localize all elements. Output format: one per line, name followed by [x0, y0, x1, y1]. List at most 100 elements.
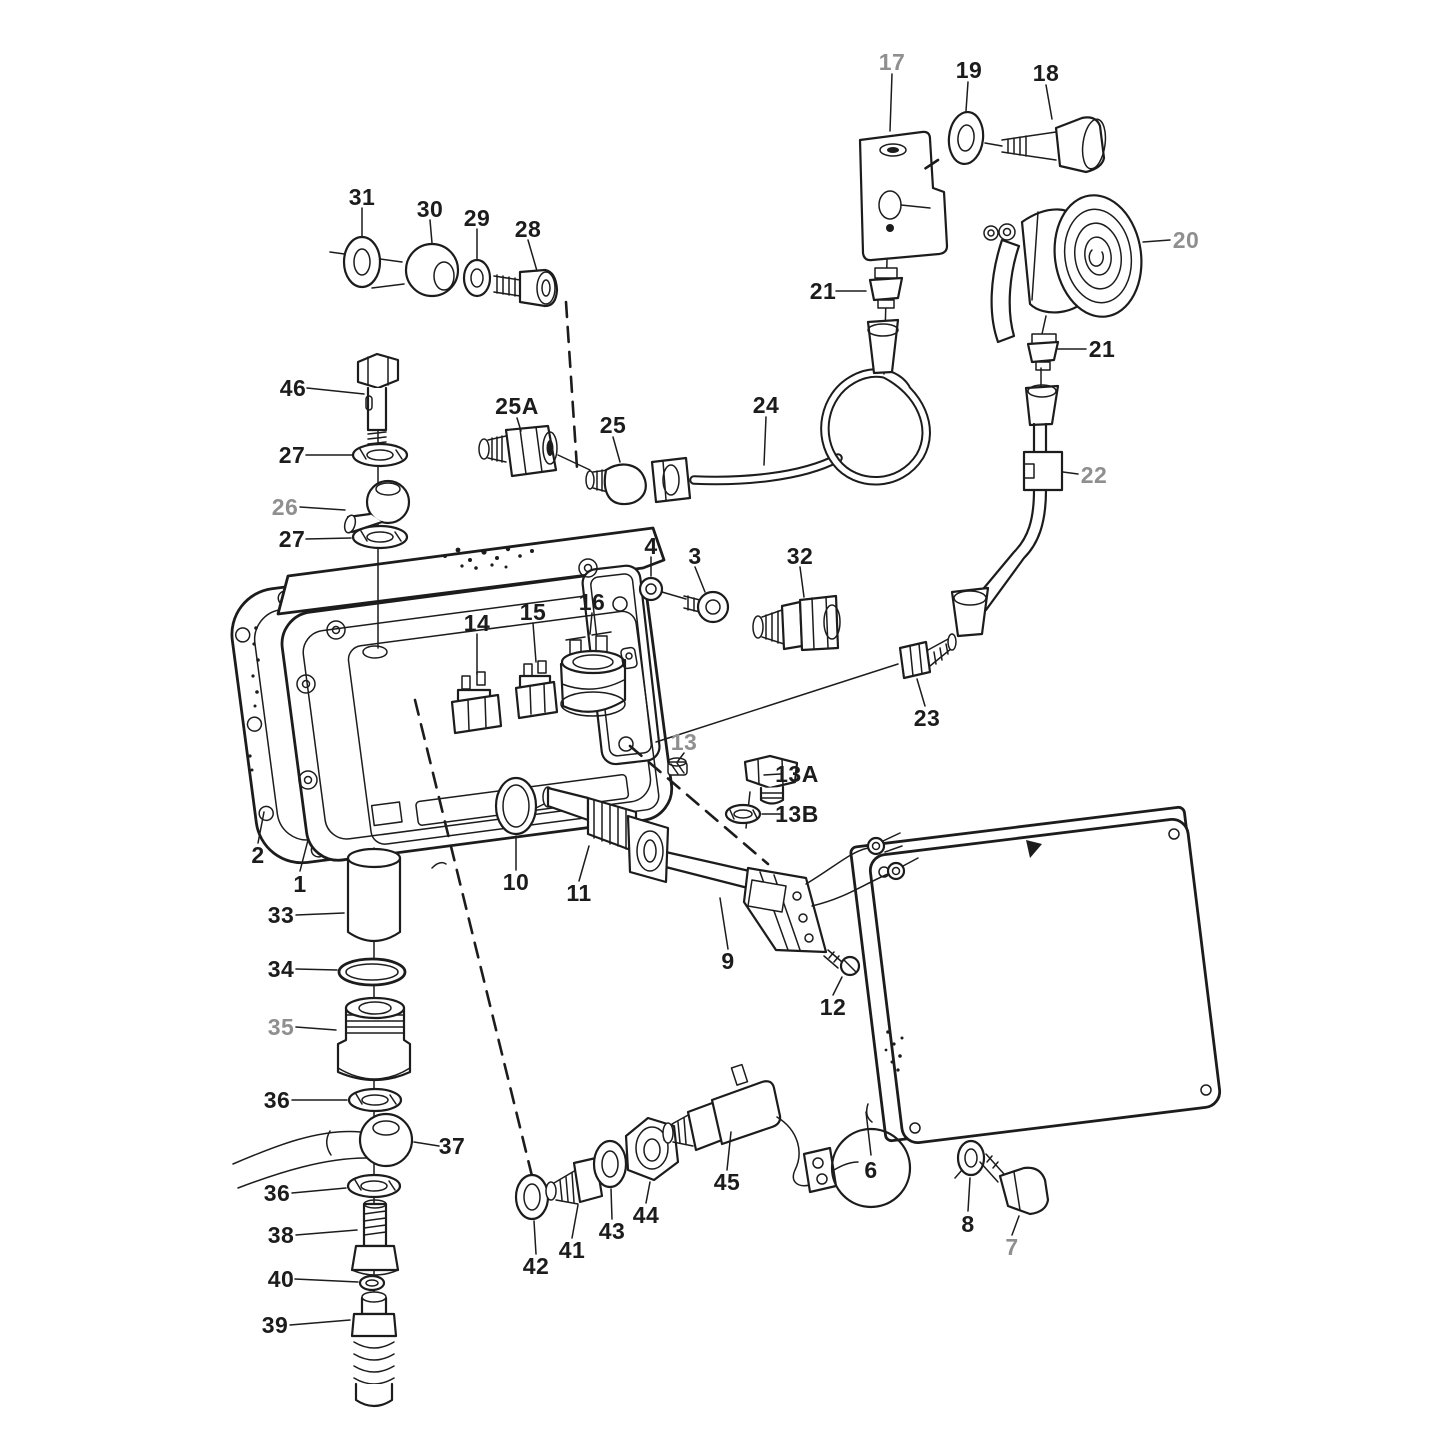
plug-part-13 — [667, 757, 688, 776]
banjo-part-37 — [232, 1112, 414, 1189]
part-label-8: 8 — [961, 1211, 974, 1237]
bolt-part-38 — [350, 1199, 400, 1276]
part-label-16: 16 — [579, 589, 606, 615]
washer-part-42 — [514, 1173, 550, 1221]
seal-part-13B — [724, 803, 762, 825]
part-label-20: 20 — [1173, 227, 1200, 253]
wires-part-9 — [805, 832, 919, 907]
part-label-15: 15 — [520, 599, 547, 625]
bolt-part-7 — [979, 1153, 1050, 1216]
stack-33-39 — [232, 847, 447, 1408]
part-label-37: 37 — [439, 1133, 466, 1159]
install-line-23 — [655, 663, 899, 743]
stack-46-27-26-27 — [343, 352, 411, 649]
part-label-32: 32 — [787, 543, 814, 569]
part-label-34: 34 — [268, 956, 295, 982]
cover-plates — [849, 805, 1222, 1144]
elbow-part-25 — [585, 456, 692, 506]
assembly-axis-lines — [413, 158, 940, 1178]
fitting-part-25A — [478, 424, 558, 478]
leader-lines — [257, 73, 1171, 1326]
bolt-part-28 — [493, 268, 559, 308]
part-label-46: 46 — [280, 375, 307, 401]
oring-part-34 — [337, 957, 407, 987]
part-label-27: 27 — [279, 442, 306, 468]
part-label-29: 29 — [464, 205, 491, 231]
washer-part-27-upper — [351, 442, 409, 468]
block-part-17 — [858, 130, 949, 375]
part-label-10: 10 — [503, 869, 530, 895]
part-label-36: 36 — [264, 1087, 291, 1113]
part-label-23: 23 — [914, 705, 941, 731]
bushing-part-35 — [336, 996, 412, 1082]
highlight-circle-part-6 — [830, 1127, 912, 1209]
bolt-part-3 — [661, 590, 730, 624]
part-label-44: 44 — [633, 1202, 660, 1228]
part-label-13B: 13B — [775, 801, 819, 827]
pipe-part-22 — [950, 367, 1064, 638]
part-label-17: 17 — [879, 49, 906, 75]
washer-part-4 — [638, 576, 664, 602]
valve-part-39 — [350, 1291, 398, 1408]
washer-part-36-upper — [347, 1087, 403, 1113]
seal-part-40 — [358, 1274, 386, 1292]
part-label-21: 21 — [1089, 336, 1116, 362]
part-label-45: 45 — [714, 1169, 741, 1195]
washer-part-19 — [947, 110, 985, 166]
washer-part-27-lower — [351, 524, 409, 550]
part-label-35: 35 — [268, 1014, 295, 1040]
oring-part-10 — [494, 776, 538, 836]
part-label-9: 9 — [721, 948, 734, 974]
part-label-21: 21 — [810, 278, 837, 304]
part-label-18: 18 — [1033, 60, 1060, 86]
part-label-40: 40 — [268, 1266, 295, 1292]
part-label-31: 31 — [349, 184, 376, 210]
part-label-28: 28 — [515, 216, 542, 242]
bolt-part-46 — [356, 352, 400, 450]
part-label-7: 7 — [1005, 1234, 1018, 1260]
washer-part-43 — [592, 1139, 628, 1189]
part-label-3: 3 — [688, 543, 701, 569]
sender-part-15 — [514, 660, 559, 720]
tube-part-11 — [535, 786, 670, 884]
part-label-1: 1 — [293, 871, 306, 897]
banjo-part-30 — [404, 242, 460, 298]
washer-part-31 — [342, 235, 382, 289]
part-label-38: 38 — [268, 1222, 295, 1248]
part-label-11: 11 — [566, 880, 591, 906]
part-label-14: 14 — [464, 610, 491, 636]
plug-part-13A — [743, 754, 799, 829]
part-label-24: 24 — [753, 392, 780, 418]
screw-part-12 — [823, 949, 861, 977]
part-label-4: 4 — [644, 533, 657, 559]
part-label-26: 26 — [272, 494, 299, 520]
washer-part-36-lower — [346, 1173, 402, 1199]
sender-part-16 — [559, 631, 638, 717]
part-label-25: 25 — [600, 412, 627, 438]
part-label-19: 19 — [956, 57, 983, 83]
adapter-part-32 — [752, 594, 841, 652]
part-label-12: 12 — [820, 994, 847, 1020]
part-label-33: 33 — [268, 902, 295, 928]
part-label-6: 6 — [864, 1157, 877, 1183]
pipe-part-9 — [644, 846, 828, 954]
fitting-part-21-right — [1026, 315, 1060, 371]
fitting-part-23 — [898, 633, 957, 680]
bolt-part-18 — [984, 116, 1107, 174]
part-label-39: 39 — [262, 1312, 289, 1338]
sender-part-14 — [450, 671, 503, 735]
part-label-36: 36 — [264, 1180, 291, 1206]
valve-part-20 — [983, 194, 1143, 344]
chain-31-30-29-28 — [329, 235, 559, 308]
axis-25a-25 — [557, 454, 591, 471]
part-label-13: 13 — [671, 729, 698, 755]
sleeve-part-33 — [346, 847, 447, 943]
washer-part-29 — [462, 258, 492, 298]
hose-part-24 — [689, 368, 931, 486]
fitting-part-21-left — [866, 267, 904, 375]
part-label-22: 22 — [1081, 462, 1108, 488]
clip-part-8 — [954, 1139, 986, 1179]
